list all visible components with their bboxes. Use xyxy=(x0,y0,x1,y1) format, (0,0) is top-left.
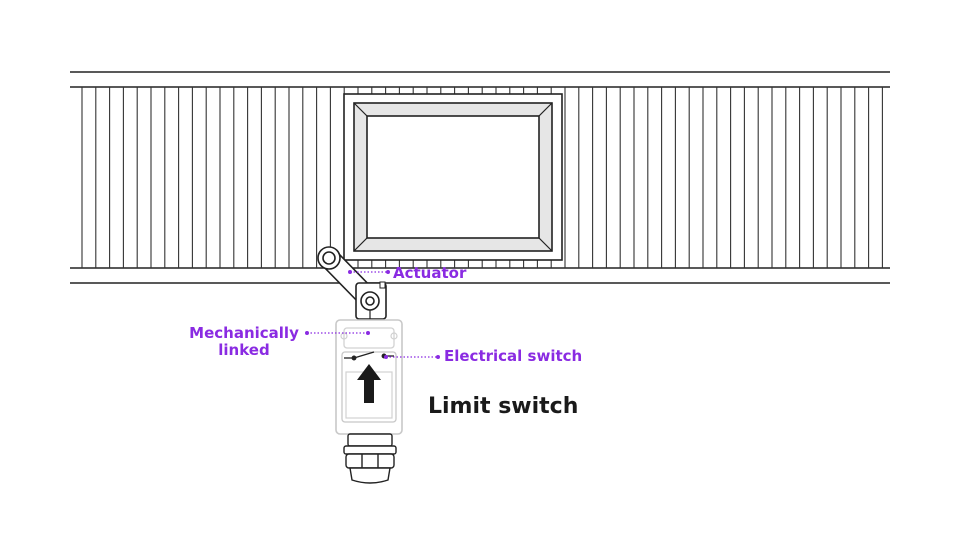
electrical-switch-contacts xyxy=(344,351,394,361)
cable-gland xyxy=(343,433,397,484)
mechanically-linked-label: Mechanically linked xyxy=(189,324,299,359)
actuator-label: Actuator xyxy=(393,264,467,282)
diagram-title: Limit switch xyxy=(428,394,579,419)
arrow-up-icon xyxy=(357,364,381,403)
door-window xyxy=(343,93,563,261)
callout-leaders xyxy=(305,270,440,359)
actuator-lever xyxy=(317,246,387,320)
electrical-switch-label: Electrical switch xyxy=(444,347,583,365)
